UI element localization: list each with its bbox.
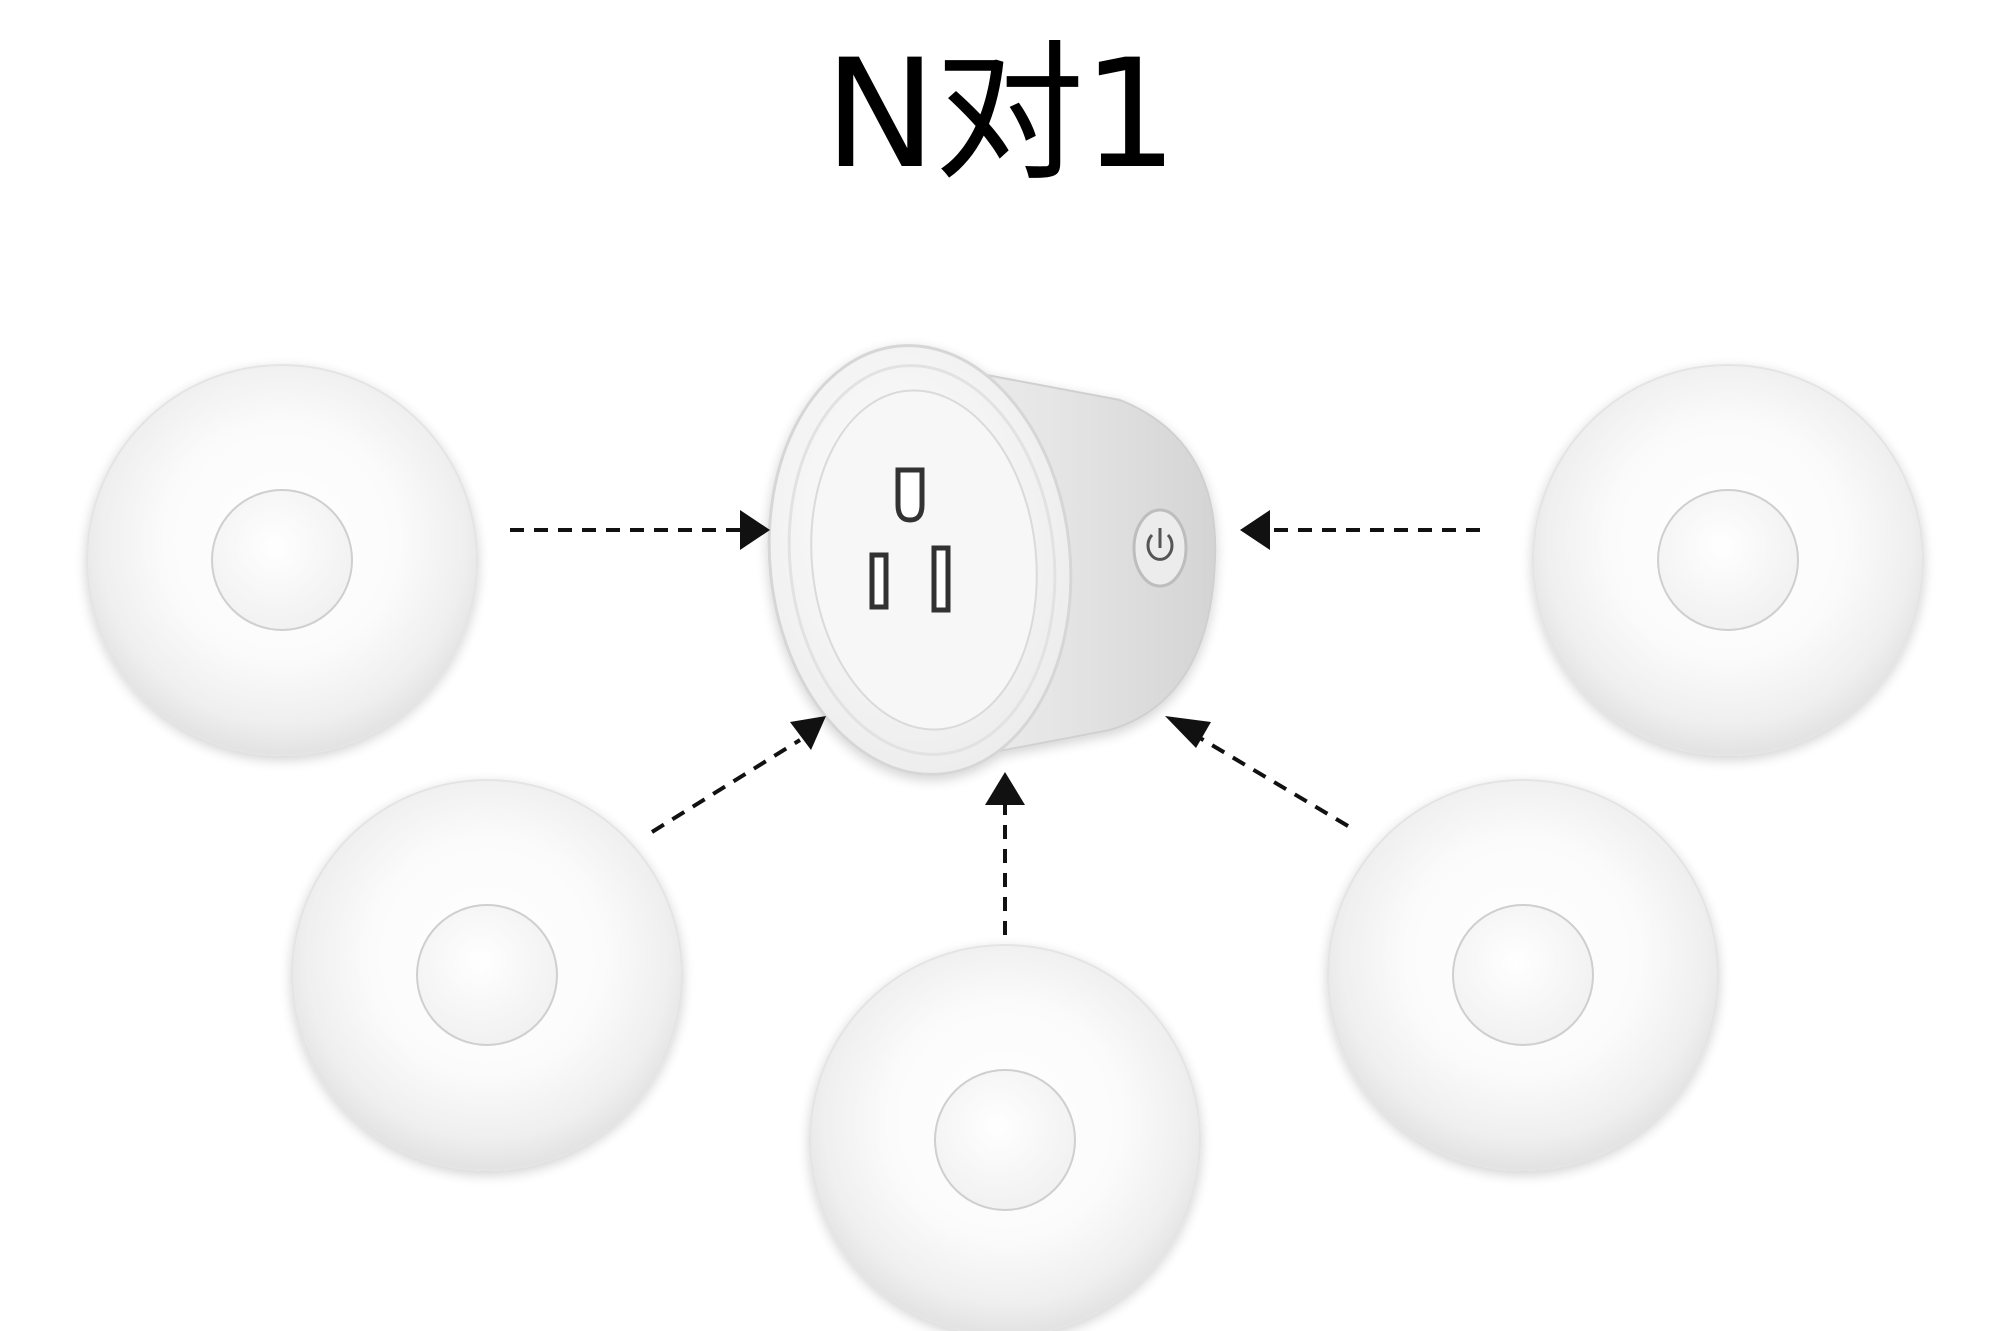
remote-button-left-bottom [291,779,683,1171]
smart-plug [767,344,1217,776]
remote-button-right-bottom [1327,779,1719,1171]
diagram-title: N对1 [824,28,1178,202]
remote-button-bottom [809,944,1201,1331]
arrow-right-top [1240,510,1480,550]
arrow-bottom [985,772,1025,935]
remote-button-left-top [86,364,478,756]
arrow-left-top [510,510,770,550]
power-icon [1132,508,1188,588]
ground-hole [895,467,925,523]
arrow-right-bottom [1165,716,1350,828]
neutral-slot [869,552,889,610]
live-slot [931,545,951,613]
remote-button-right-top [1532,364,1924,756]
arrow-left-bottom [650,716,826,834]
